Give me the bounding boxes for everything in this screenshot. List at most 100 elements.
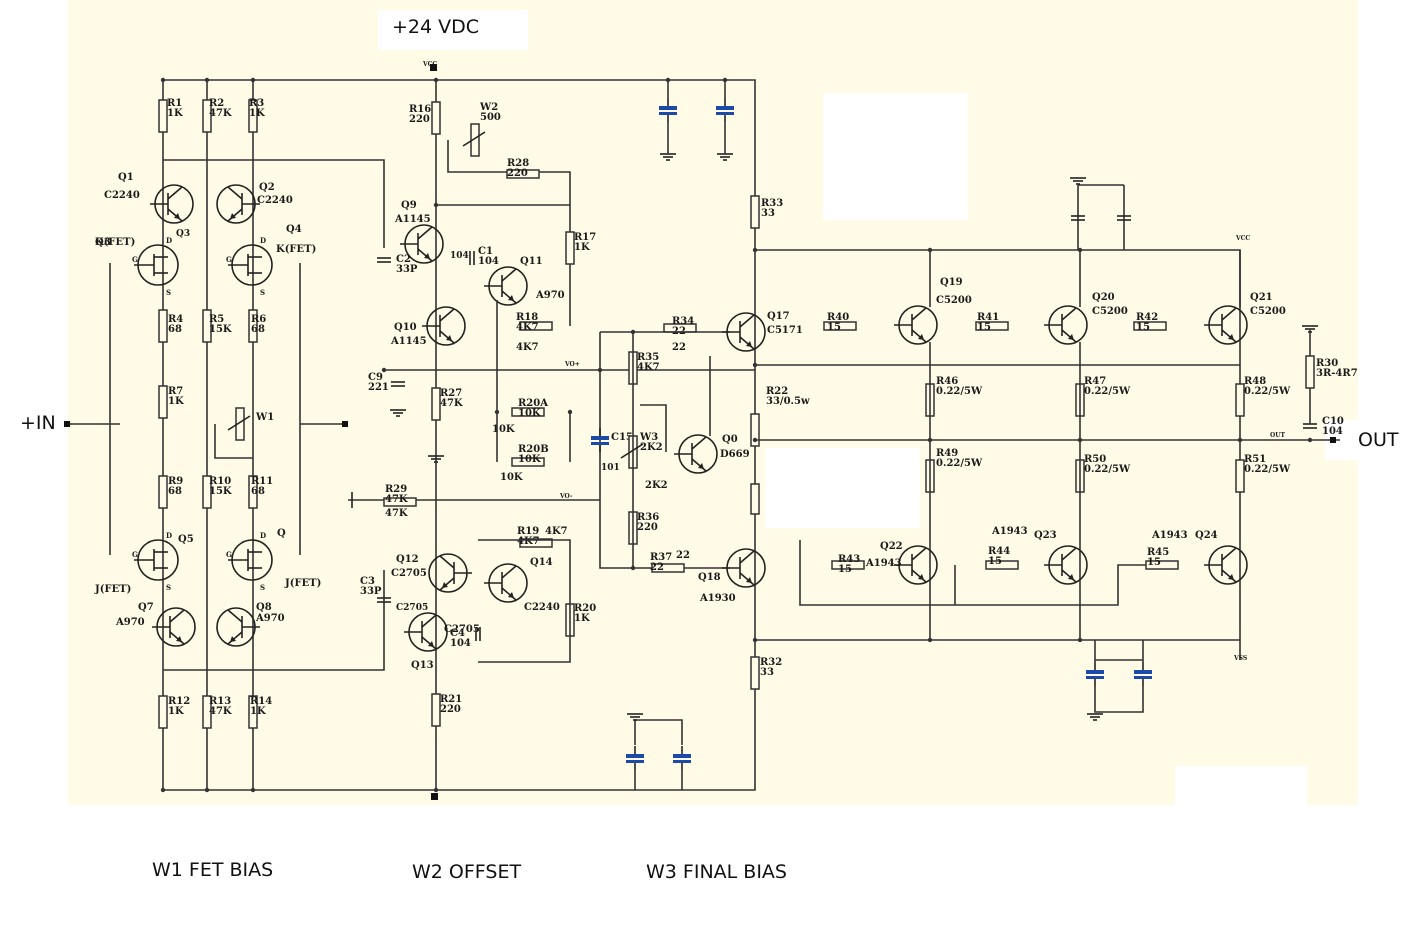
- value-w3: 2K2: [640, 442, 663, 453]
- value-c2: 33P: [396, 264, 418, 275]
- junction-dot: [752, 637, 758, 643]
- value-c15: 101: [601, 463, 620, 473]
- ref-r6: R6: [251, 314, 266, 325]
- value-r12: 1K: [168, 706, 184, 717]
- value-r13: 47K: [209, 706, 232, 717]
- w1-fet-bias-note: W1 FET BIAS: [152, 859, 274, 881]
- pot-arrow: [620, 443, 644, 459]
- pin-g: G: [226, 255, 232, 264]
- junction-dot: [1077, 637, 1083, 643]
- resistor-r44: [985, 560, 1019, 570]
- transistor-collector: [227, 609, 243, 623]
- type-q7: A970: [115, 617, 145, 628]
- transistor-emitter: [691, 458, 707, 472]
- transistor-emitter: [417, 248, 433, 262]
- w3-final-bias-note: W3 FINAL BIAS: [646, 861, 787, 883]
- r19-value-alt: 4K7: [545, 526, 568, 537]
- resistor-r28: [506, 169, 540, 179]
- value-r9: 68: [168, 486, 182, 497]
- value-r21: 220: [440, 704, 461, 715]
- pin-d: D: [166, 236, 172, 245]
- ref-r32: R32: [760, 657, 782, 668]
- emitter-arrow: [746, 577, 752, 583]
- type-q14: C2240: [524, 602, 560, 613]
- ref-c9: C9: [368, 372, 383, 383]
- type-q3: K(FET): [95, 237, 135, 248]
- resistor-r30: [1305, 355, 1315, 389]
- pin-d: D: [260, 531, 266, 540]
- transistor-emitter: [911, 569, 927, 583]
- ref-q11: Q11: [520, 256, 543, 267]
- resistor-r10: [202, 475, 212, 509]
- type-q22: A1943: [865, 558, 902, 569]
- resistor-r37: [651, 563, 685, 573]
- pin-g: G: [226, 550, 232, 559]
- junction-dot: [160, 77, 166, 83]
- pot-arrow: [227, 415, 251, 431]
- value-r40: 15: [827, 322, 841, 333]
- transistor-collector: [739, 550, 755, 564]
- ref-r40: R40: [827, 312, 849, 323]
- transistor-emitter: [227, 631, 243, 645]
- resistor-r1: [158, 99, 168, 133]
- resistor-r20b: [511, 457, 545, 467]
- resistor-r13: [202, 695, 212, 729]
- ref-w3: W3: [639, 432, 658, 443]
- electrolytic-capacitor: [716, 106, 734, 110]
- transistor-collector: [691, 436, 707, 450]
- junction-dot: [1077, 437, 1083, 443]
- junction-dot: [597, 367, 603, 373]
- emitter-arrow: [918, 574, 924, 580]
- r20a-value-alt: 10K: [492, 424, 515, 435]
- ref-r12: R12: [168, 696, 190, 707]
- supply-label: +24 VDC: [392, 16, 480, 38]
- transistor-collector: [439, 308, 455, 322]
- type-q21: C5200: [1250, 306, 1286, 317]
- emitter-arrow: [508, 295, 514, 301]
- ref-r37: R37: [650, 552, 672, 563]
- transistor-collector: [911, 547, 927, 561]
- net-vss-out: VSS: [1233, 655, 1247, 662]
- transistor-emitter: [421, 636, 437, 650]
- ref-q1: Q1: [118, 172, 134, 183]
- ref-c4: C4: [450, 628, 465, 639]
- type-q13: C2705: [444, 624, 480, 635]
- wire: [640, 404, 667, 452]
- transistor-collector: [167, 186, 183, 200]
- r20b-value-alt: 10K: [500, 472, 523, 483]
- type-q12: C2705: [391, 568, 427, 579]
- input-label: +IN: [20, 412, 56, 434]
- emitter-arrow: [698, 463, 704, 469]
- ref-q24: Q24: [1195, 530, 1218, 541]
- ref-r35: R35: [637, 352, 659, 363]
- pin-d: D: [260, 236, 266, 245]
- transistor-emitter: [739, 336, 755, 350]
- emitter-arrow: [230, 213, 236, 219]
- value-r48: 0.22/5W: [1244, 386, 1291, 397]
- emitter-arrow: [746, 341, 752, 347]
- ref-r41: R41: [977, 312, 999, 323]
- type-q5: J(FET): [94, 584, 131, 595]
- resistor-r12: [158, 695, 168, 729]
- transistor-emitter: [169, 631, 185, 645]
- value-r7: 1K: [168, 396, 184, 407]
- junction-dot: [204, 787, 210, 793]
- transistor-collector: [1221, 547, 1237, 561]
- value-r50: 0.22/5W: [1084, 464, 1131, 475]
- ref-r11: R11: [251, 476, 273, 487]
- r37-value-alt: 22: [676, 550, 690, 561]
- value-r28: 220: [507, 168, 528, 179]
- resistor-r33: [750, 195, 760, 229]
- emitter-arrow: [1228, 574, 1234, 580]
- junction-dot: [381, 367, 387, 373]
- value-r16: 220: [409, 114, 430, 125]
- ref-q3: Q3: [95, 237, 111, 248]
- electrolytic-capacitor: [673, 754, 691, 758]
- value-w3-alt: 2K2: [645, 480, 668, 491]
- ref-r20a: R20A: [518, 398, 548, 409]
- ref-q22: Q22: [880, 541, 903, 552]
- junction-dot: [665, 77, 671, 83]
- ref-q8: Q8: [256, 602, 272, 613]
- junction-dot: [927, 247, 933, 253]
